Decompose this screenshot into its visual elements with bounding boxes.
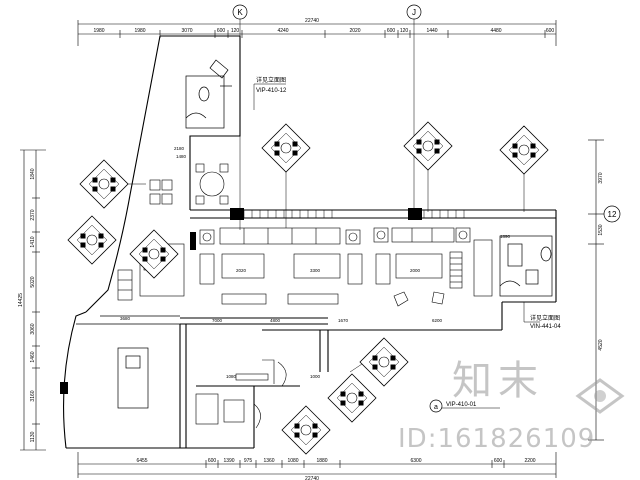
bottom-dim-9: 600 — [494, 458, 503, 464]
top-dim-7: 2020 — [349, 28, 360, 34]
top-dim-12: 600 — [546, 28, 555, 34]
interior-dimensions: 2180 1480 7000 4800 1670 6200 1890 3680 … — [120, 146, 511, 379]
utility-rooms — [195, 359, 287, 429]
top-dim-3: 3070 — [181, 28, 192, 34]
structural-columns — [60, 208, 422, 394]
interior-dim-c: 7000 — [212, 318, 223, 323]
lounge-furniture — [199, 227, 493, 307]
interior-dim-m: 2000 — [410, 268, 421, 273]
interior-dim-b: 1480 — [176, 154, 187, 159]
section-ref-top: VIP-410-12 — [256, 88, 287, 94]
bottom-dim-6: 1080 — [287, 458, 298, 464]
left-dim-1: 1840 — [30, 168, 36, 179]
left-dim-5: 3060 — [30, 323, 36, 334]
interior-dim-a: 2180 — [174, 146, 185, 151]
grid-marker-12: 12 — [603, 205, 621, 223]
elevation-diamond — [67, 215, 117, 265]
right-dim-3: 4520 — [598, 339, 604, 350]
left-dimension-chain — [20, 149, 46, 451]
grid-label-k: K — [237, 8, 243, 17]
left-dim-8: 1130 — [30, 431, 36, 442]
bottom-dim-8: 6300 — [410, 458, 421, 464]
section-marker-a: a VIP-410-01 — [429, 399, 500, 413]
elevation-diamond — [79, 159, 129, 209]
top-dim-5: 120 — [231, 28, 240, 34]
elevation-diamond — [281, 405, 331, 455]
right-dim-2: 1530 — [598, 224, 604, 235]
interior-dim-l: 3300 — [310, 268, 321, 273]
elevation-diamond — [261, 123, 311, 173]
elevation-diamond — [359, 337, 409, 387]
interior-dim-k: 2020 — [236, 268, 247, 273]
top-dim-6: 4240 — [277, 28, 288, 34]
exterior-walls — [63, 35, 557, 449]
left-dim-7: 3160 — [30, 390, 36, 401]
interior-dim-h: 3680 — [120, 316, 131, 321]
wall-hatch — [243, 210, 465, 218]
watermark-logo-text: 知末 — [452, 358, 544, 404]
grid-label-j: J — [412, 8, 416, 17]
top-dim-9: 120 — [400, 28, 409, 34]
right-dim-1: 3970 — [598, 172, 604, 183]
section-ref-right: VIN-441-04 — [530, 324, 561, 330]
left-dim-6: 1460 — [30, 351, 36, 362]
elevation-diamond — [129, 229, 179, 279]
elevation-diamond — [403, 121, 453, 171]
bottom-dim-10: 2200 — [524, 458, 535, 464]
elevation-index-markers — [67, 121, 549, 455]
bottom-dim-3: 1390 — [223, 458, 234, 464]
bottom-dim-7: 1880 — [316, 458, 327, 464]
bathroom-right — [499, 235, 553, 297]
section-note-top: 详见立面图 — [256, 76, 286, 84]
top-dim-total: 22740 — [305, 18, 319, 24]
watermark-corner-icon — [575, 378, 625, 414]
top-dim-4: 600 — [217, 28, 226, 34]
section-marker-a-label: a — [434, 404, 438, 411]
bottom-dim-4: 975 — [244, 458, 253, 464]
watermark-id: ID:161826109 — [398, 424, 596, 454]
interior-dim-g: 1890 — [500, 234, 511, 239]
toilet-room-top — [185, 59, 232, 129]
bottom-dim-1: 6455 — [136, 458, 147, 464]
section-ref-bottom: VIP-410-01 — [446, 402, 477, 408]
interior-dim-i: 1080 — [226, 374, 237, 379]
grid-marker-j: J — [406, 4, 422, 220]
interior-dim-j: 1000 — [310, 374, 321, 379]
left-dim-2: 2370 — [30, 209, 36, 220]
top-dim-8: 600 — [387, 28, 396, 34]
right-dimension-chain — [588, 139, 604, 441]
interior-dim-e: 1670 — [338, 318, 349, 323]
top-dim-1: 1980 — [93, 28, 104, 34]
bottom-dim-2: 600 — [208, 458, 217, 464]
interior-dim-d: 4800 — [270, 318, 281, 323]
bottom-dim-5: 1360 — [263, 458, 274, 464]
section-note-right: 详见立面图 — [530, 314, 560, 322]
dining-set — [149, 163, 229, 205]
bottom-dim-total: 22740 — [305, 476, 319, 480]
top-dim-2: 1980 — [134, 28, 145, 34]
grid-label-12: 12 — [608, 210, 617, 219]
top-dim-11: 4480 — [490, 28, 501, 34]
interior-dim-f: 6200 — [432, 318, 443, 323]
left-dim-total: 14425 — [18, 293, 24, 307]
lower-left-room — [76, 315, 180, 409]
elevation-diamond — [327, 373, 377, 423]
elevation-diamond — [499, 125, 549, 175]
left-dim-3: 1410 — [30, 236, 36, 247]
top-dimension-chain — [77, 20, 557, 46]
left-dim-4: 5020 — [30, 276, 36, 287]
top-dim-10: 1440 — [426, 28, 437, 34]
bottom-dimension-chain — [77, 452, 557, 478]
